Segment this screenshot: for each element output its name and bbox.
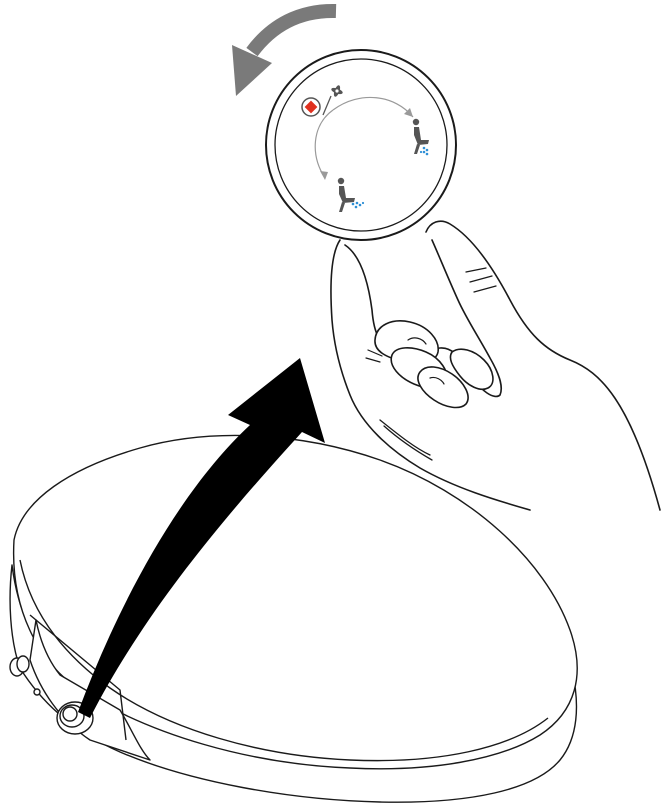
- control-dial: [266, 50, 456, 240]
- indicator-light: [34, 689, 40, 695]
